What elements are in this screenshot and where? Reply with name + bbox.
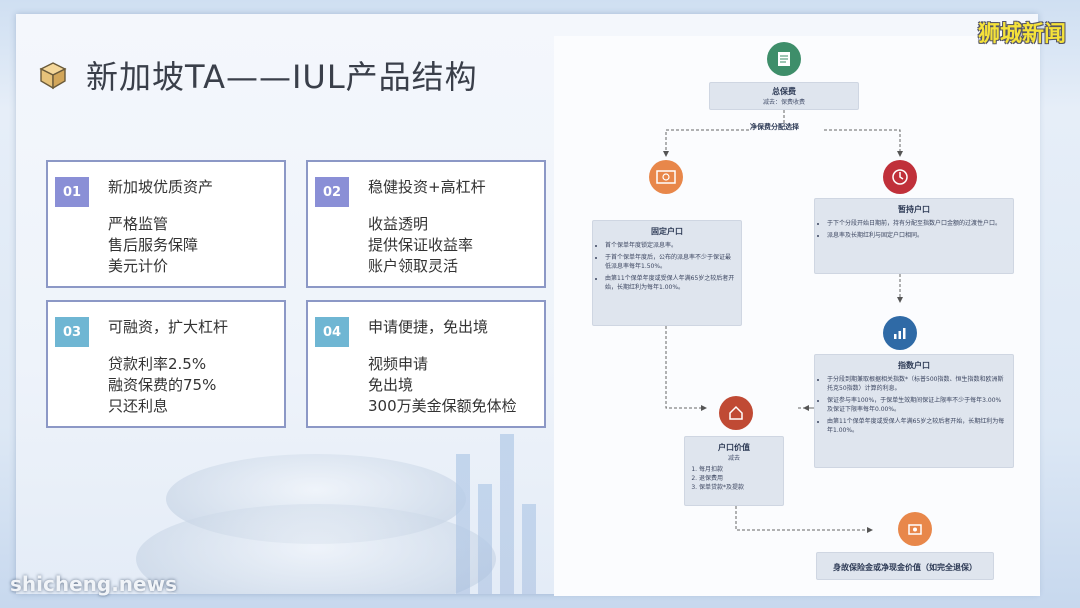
house-icon xyxy=(719,396,753,430)
money-icon xyxy=(649,160,683,194)
account-value-title: 户口价值 xyxy=(718,443,750,452)
diagram-connectors xyxy=(663,110,903,533)
card-line: 免出境 xyxy=(368,376,414,394)
card-number-badge: 04 xyxy=(315,317,349,347)
site-watermark: shicheng.news xyxy=(10,572,177,596)
final-benefit-title: 身故保险金或净现金价值（如完全退保） xyxy=(833,563,977,572)
final-benefit-box: 身故保险金或净现金价值（如完全退保） xyxy=(816,552,994,580)
card-line: 提供保证收益率 xyxy=(368,236,474,254)
feature-card-02: 02 稳健投资+高杠杆 收益透明 提供保证收益率 账户领取灵活 xyxy=(306,160,546,288)
fixed-account-list: 首个保单年度锁定派息率。 于首个保单年度后，公布的派息率不少于保证最低派息率每年… xyxy=(593,241,741,292)
iul-structure-diagram: 总保费 减去：保费收费 净保费分配选择 固定户口 首个保单年度锁定派息率。 于首… xyxy=(554,36,1040,596)
holding-account-item: 于下个分段开始日期前，持有分配至指数户口金额的过渡性户口。 xyxy=(827,219,1007,228)
account-value-item: 退保费用 xyxy=(699,474,783,483)
holding-account-title: 暂持户口 xyxy=(898,205,930,214)
index-account-item: 由第11个保单年度或受保人年满65岁之较后者开始，长期红利为每年1.00%。 xyxy=(827,417,1007,435)
slide: 新加坡TA——IUL产品结构 01 新加坡优质资产 严格监管 售后服务保障 美元… xyxy=(16,14,1040,596)
holding-account-list: 于下个分段开始日期前，持有分配至指数户口金额的过渡性户口。 派息率及长期红利与固… xyxy=(815,219,1013,240)
card-lines: 视频申请 免出境 300万美金保额免体检 xyxy=(368,354,517,417)
fixed-account-item: 由第11个保单年度或受保人年满65岁之较后者开始，长期红利为每年1.00%。 xyxy=(605,274,735,292)
card-heading: 新加坡优质资产 xyxy=(108,178,214,196)
page-title: 新加坡TA——IUL产品结构 xyxy=(86,58,478,96)
card-lines: 收益透明 提供保证收益率 账户领取灵活 xyxy=(368,214,473,277)
total-premium-sub: 减去：保费收费 xyxy=(762,99,805,106)
card-heading: 可融资，扩大杠杆 xyxy=(108,318,229,336)
holding-account-box: 暂持户口 于下个分段开始日期前，持有分配至指数户口金额的过渡性户口。 派息率及长… xyxy=(814,198,1014,274)
card-heading: 稳健投资+高杠杆 xyxy=(368,178,486,196)
account-value-box: 户口价值 减去 每月扣款 退保费用 保单贷款*及提款 xyxy=(684,436,784,506)
holding-account-item: 派息率及长期红利与固定户口相同。 xyxy=(827,231,1007,240)
fixed-account-title: 固定户口 xyxy=(651,227,683,236)
card-line: 贷款利率2.5% xyxy=(108,355,207,373)
net-premium-label: 净保费分配选择 xyxy=(750,123,799,131)
card-number-badge: 03 xyxy=(55,317,89,347)
payout-icon xyxy=(898,512,932,546)
card-number-badge: 01 xyxy=(55,177,89,207)
account-value-item: 保单贷款*及提款 xyxy=(699,483,783,492)
card-number-badge: 02 xyxy=(315,177,349,207)
account-value-item: 每月扣款 xyxy=(699,465,783,474)
card-line: 售后服务保障 xyxy=(108,236,199,254)
feature-card-04: 04 申请便捷，免出境 视频申请 免出境 300万美金保额免体检 xyxy=(306,300,546,428)
background-decoration xyxy=(16,394,576,594)
card-heading: 申请便捷，免出境 xyxy=(368,318,489,336)
total-premium-box: 总保费 减去：保费收费 xyxy=(709,82,859,110)
card-lines: 贷款利率2.5% 融资保费的75% 只还利息 xyxy=(108,354,216,417)
fixed-account-item: 首个保单年度锁定派息率。 xyxy=(605,241,735,250)
account-value-sub: 减去 xyxy=(727,455,740,462)
fixed-account-box: 固定户口 首个保单年度锁定派息率。 于首个保单年度后，公布的派息率不少于保证最低… xyxy=(592,220,742,326)
card-line: 严格监管 xyxy=(108,215,169,233)
index-account-item: 保证参与率100%，于保单生效期间保证上限率不少于每年3.00%及保证下限率每年… xyxy=(827,396,1007,414)
card-lines: 严格监管 售后服务保障 美元计价 xyxy=(108,214,198,277)
chart-icon xyxy=(883,316,917,350)
card-line: 视频申请 xyxy=(368,355,429,373)
total-premium-title: 总保费 xyxy=(772,87,796,96)
index-account-box: 指数户口 于分段到期兼取根据相关指数*（标普500指数、恒生指数和欧洲斯托克50… xyxy=(814,354,1014,468)
card-line: 300万美金保额免体检 xyxy=(368,397,517,415)
fixed-account-item: 于首个保单年度后，公布的派息率不少于保证最低派息率每年1.50%。 xyxy=(605,253,735,271)
card-line: 收益透明 xyxy=(368,215,429,233)
cube-icon xyxy=(39,62,67,90)
feature-card-01: 01 新加坡优质资产 严格监管 售后服务保障 美元计价 xyxy=(46,160,286,288)
index-account-list: 于分段到期兼取根据相关指数*（标普500指数、恒生指数和欧洲斯托克50指数）计算… xyxy=(815,375,1013,435)
index-account-title: 指数户口 xyxy=(898,361,930,370)
clock-icon xyxy=(883,160,917,194)
brand-logo-text: 狮城新闻 xyxy=(977,22,1066,47)
card-line: 美元计价 xyxy=(108,257,169,275)
feature-card-03: 03 可融资，扩大杠杆 贷款利率2.5% 融资保费的75% 只还利息 xyxy=(46,300,286,428)
document-icon xyxy=(767,42,801,76)
card-line: 融资保费的75% xyxy=(108,376,217,394)
index-account-item: 于分段到期兼取根据相关指数*（标普500指数、恒生指数和欧洲斯托克50指数）计算… xyxy=(827,375,1007,393)
card-line: 只还利息 xyxy=(108,397,169,415)
card-line: 账户领取灵活 xyxy=(368,257,459,275)
account-value-list: 每月扣款 退保费用 保单贷款*及提款 xyxy=(685,465,783,492)
